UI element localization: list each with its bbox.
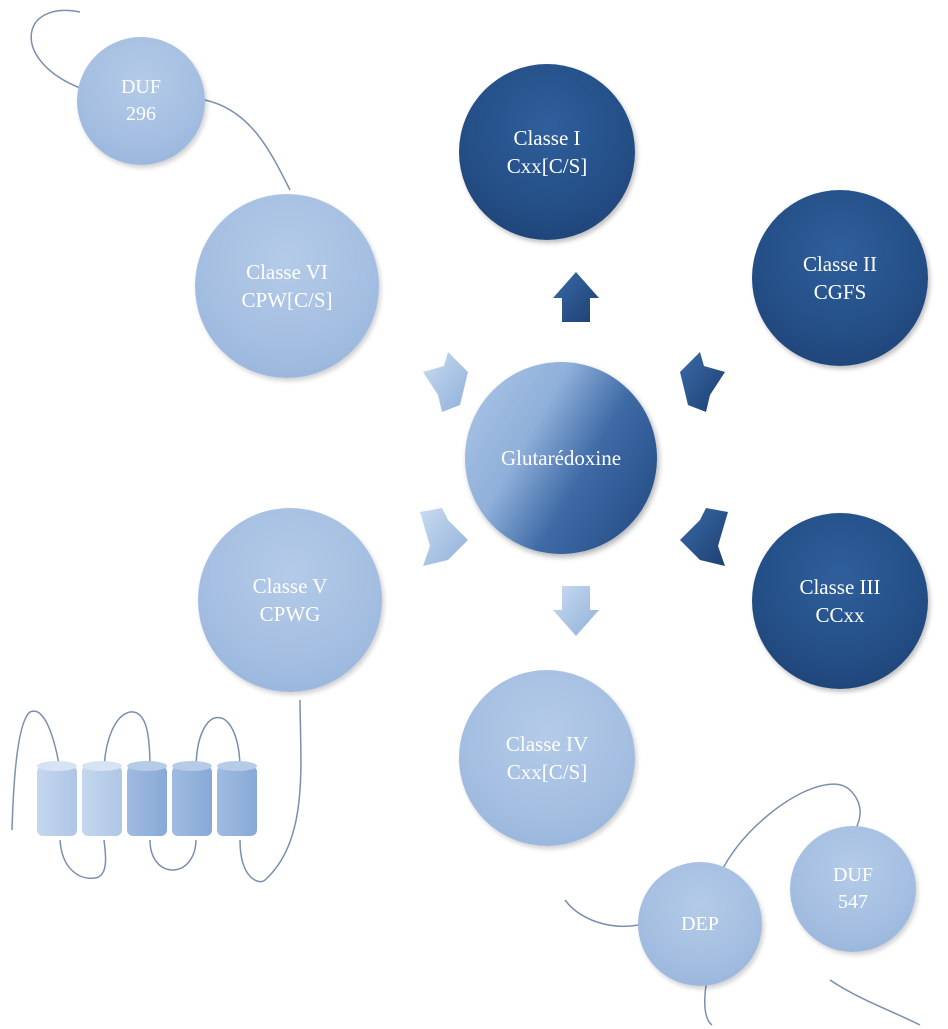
helix-5 [217, 766, 257, 836]
classe4-to-dep-line [564, 899, 639, 927]
duf547-line1: DUF [832, 864, 873, 886]
arrow-to-classe4 [553, 586, 599, 636]
classe-4-motif: Cxx[C/S] [506, 760, 588, 784]
helix-2 [82, 766, 122, 836]
center-label: Glutarédoxine [500, 445, 622, 470]
helix-2-cap [82, 761, 122, 771]
classe-4-name: Classe IV [505, 731, 589, 756]
classe-6-node: Classe VI CPW[C/S] [195, 194, 379, 378]
glutaredoxine-center-node: Glutarédoxine [465, 362, 657, 554]
arrow-to-classe2 [680, 352, 725, 412]
classe5-tail [264, 699, 302, 881]
helix-4 [172, 766, 212, 836]
classe-6-name: Classe VI [246, 259, 328, 284]
helix-3 [127, 766, 167, 836]
duf296-node: DUF 296 [77, 37, 205, 165]
classe-1-node: Classe I Cxx[C/S] [459, 64, 635, 240]
dep-label: DEP [681, 912, 719, 935]
arrow-to-classe5 [420, 508, 468, 566]
duf547-node: DUF 547 [790, 826, 916, 952]
classe-1-name: Classe I [513, 125, 581, 150]
dep-node: DEP [638, 862, 762, 986]
classe-3-motif: CCxx [815, 603, 865, 627]
arrows [420, 272, 728, 636]
transmembrane-loops [11, 710, 266, 883]
classe-5-node: Classe V CPWG [198, 508, 382, 692]
duf296-line1: DUF [120, 76, 161, 98]
transmembrane-helices [37, 761, 257, 836]
helix-4-cap [172, 761, 212, 771]
duf296-to-classe6-line [204, 99, 291, 191]
classe-5-name: Classe V [252, 573, 328, 598]
classe-4-node: Classe IV Cxx[C/S] [459, 670, 635, 846]
helix-1 [37, 766, 77, 836]
duf296-line2: 296 [126, 103, 156, 125]
classe-2-node: Classe II CGFS [752, 190, 928, 366]
classe-3-name: Classe III [799, 574, 881, 599]
classe-6-motif: CPW[C/S] [241, 288, 333, 312]
classe-2-name: Classe II [802, 251, 878, 276]
helix-3-cap [127, 761, 167, 771]
helix-5-cap [217, 761, 257, 771]
helix-1-cap [37, 761, 77, 771]
classe-5-motif: CPWG [259, 602, 321, 626]
arrow-to-classe6 [423, 352, 468, 412]
duf547-bottom-tail [829, 979, 921, 1026]
classe-2-motif: CGFS [813, 280, 867, 304]
classe-1-motif: Cxx[C/S] [506, 154, 588, 178]
duf547-line2: 547 [838, 891, 868, 913]
arrow-to-classe1 [553, 272, 599, 322]
arrow-to-classe3 [680, 508, 728, 566]
duf296-tail [30, 9, 81, 89]
classe-3-node: Classe III CCxx [752, 513, 928, 689]
